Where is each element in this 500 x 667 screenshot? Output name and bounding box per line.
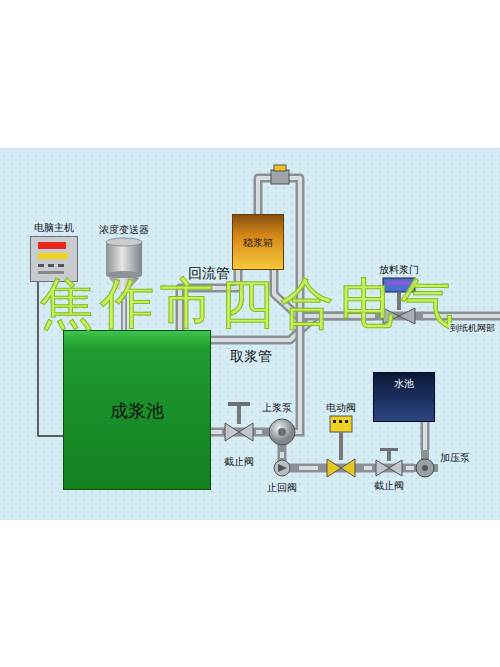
pipe-shine	[299, 466, 318, 470]
box-title: 稳浆箱	[243, 236, 273, 249]
pump-casing	[416, 459, 434, 477]
button	[58, 264, 64, 267]
destination-label: 到纸机网部	[449, 323, 496, 334]
pump-hub	[278, 428, 286, 436]
computer-host: 电脑主机	[28, 222, 80, 282]
valve-body	[376, 460, 389, 476]
part-label: 电动阀	[326, 402, 356, 414]
check-valve: 止回阀	[265, 458, 299, 494]
valve-stem	[339, 432, 343, 460]
pipe-body	[256, 428, 262, 437]
stop-valve: 截止阀	[372, 448, 406, 492]
pulp-pipe	[299, 468, 318, 469]
cylinder-top	[106, 238, 142, 246]
computer-case	[31, 237, 78, 282]
part-label: 截止阀	[374, 480, 404, 492]
booster-pump: 加压泵	[414, 450, 472, 480]
pulp-pipe	[282, 452, 283, 458]
motor-valve-symbol	[318, 402, 364, 480]
pulp-pipe	[406, 468, 414, 469]
pipe-body	[364, 464, 372, 473]
pipe-body	[299, 464, 318, 473]
top-valve-body	[271, 170, 289, 184]
pipe-shine	[211, 430, 222, 434]
stop-valve-symbol	[372, 448, 406, 478]
feed-pump: 上浆泵	[262, 402, 306, 452]
cylinder-body	[106, 242, 142, 275]
pulp-pipe	[364, 468, 372, 469]
indicator	[339, 420, 342, 423]
pipe-shine	[423, 422, 427, 450]
dotted-panel	[0, 148, 500, 520]
pulp-pipe	[256, 432, 262, 433]
part-label: 电脑主机	[34, 222, 74, 234]
valve-body	[389, 460, 402, 476]
pipe-label: 取浆管	[228, 348, 274, 364]
pipe-body	[406, 464, 414, 473]
booster-pump-symbol	[414, 450, 438, 480]
pump-hub	[422, 465, 428, 471]
pulp-pool: 成浆池	[63, 330, 211, 490]
indicator	[333, 420, 336, 423]
pipe-shine	[280, 452, 284, 458]
part-label: 放料浆门	[379, 264, 419, 276]
part-label: 浓度变送器	[99, 224, 149, 236]
part-label: 加压泵	[440, 452, 470, 464]
motor-valve: 电动阀	[318, 402, 364, 480]
indicator	[345, 420, 348, 423]
button-row	[38, 271, 64, 274]
check-valve-body	[274, 460, 290, 476]
water-tank: 水池	[373, 372, 435, 422]
valve-body	[239, 423, 253, 441]
pipe-shine	[256, 430, 262, 434]
valve-stem	[237, 406, 241, 424]
pipe-body	[278, 452, 287, 458]
box-title: 水池	[394, 377, 414, 390]
part-label: 截止阀	[224, 456, 254, 468]
pipe-body	[421, 422, 430, 450]
pulp-pipe	[425, 422, 426, 450]
pipe-shine	[364, 466, 372, 470]
stop-valve-symbol	[222, 402, 256, 456]
top-valve-cap	[274, 165, 286, 171]
part-label: 止回阀	[267, 482, 297, 494]
valve-body	[225, 423, 239, 441]
box-title: 成浆池	[110, 399, 164, 422]
valve-handle	[228, 402, 250, 406]
stabilizing-tank: 稳浆箱	[232, 214, 284, 270]
check-valve-symbol	[265, 458, 299, 480]
pulp-pipe	[211, 432, 222, 433]
part-label: 上浆泵	[262, 402, 292, 414]
valve-body	[341, 459, 355, 477]
button	[48, 264, 54, 267]
pipe-body	[211, 428, 222, 437]
stop-valve: 截止阀	[222, 402, 256, 468]
yellow-display	[38, 253, 68, 259]
check-valve-flap	[278, 464, 287, 472]
valve-handle	[380, 448, 398, 451]
pump-casing	[269, 419, 295, 445]
pipe-shine	[406, 466, 414, 470]
valve-body	[327, 459, 341, 477]
actuator-box	[330, 416, 352, 432]
button	[38, 264, 44, 267]
valve-stem	[387, 451, 391, 461]
red-display	[38, 242, 66, 249]
watermark: 焦作市四合电气	[40, 276, 460, 332]
